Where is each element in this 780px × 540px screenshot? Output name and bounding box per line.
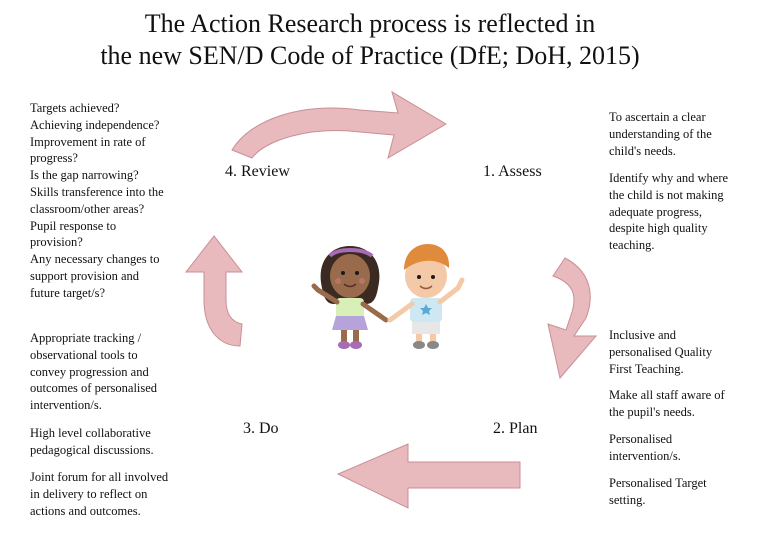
girl-figure [311,246,389,349]
review-questions-note: Targets achieved? Achieving independence… [30,101,164,300]
inclusive-note: Inclusive and personalised Quality First… [609,328,713,376]
step-assess-label: 1. Assess [483,163,542,180]
discussions-note: High level collaborative pedagogical dis… [30,426,154,457]
cycle-arrow-left [184,235,244,347]
title-line-1: The Action Research process is reflected… [144,9,596,38]
ascertain-note: To ascertain a clear understanding of th… [609,110,712,158]
step-do-label: 3. Do [243,420,279,437]
cycle-arrow-bottom [336,443,521,509]
target-note: Personalised Target setting. [609,476,707,507]
intervention-note: Personalised intervention/s. [609,432,681,463]
step-review-label: 4. Review [225,163,290,180]
identify-note: Identify why and where the child is not … [609,171,729,253]
step-plan-label: 2. Plan [493,420,538,437]
boy-figure [387,244,465,349]
children-illustration-icon [311,244,465,349]
cycle-arrow-right [547,257,598,380]
cycle-arrow-top [231,90,447,160]
joint-forum-note: Joint forum for all involved in delivery… [30,470,169,518]
title-line-2: the new SEN/D Code of Practice (DfE; DoH… [100,41,640,70]
make-aware-note: Make all staff aware of the pupil's need… [609,388,725,419]
page-title: The Action Research process is reflected… [20,8,720,72]
tracking-note: Appropriate tracking / observational too… [30,331,158,413]
